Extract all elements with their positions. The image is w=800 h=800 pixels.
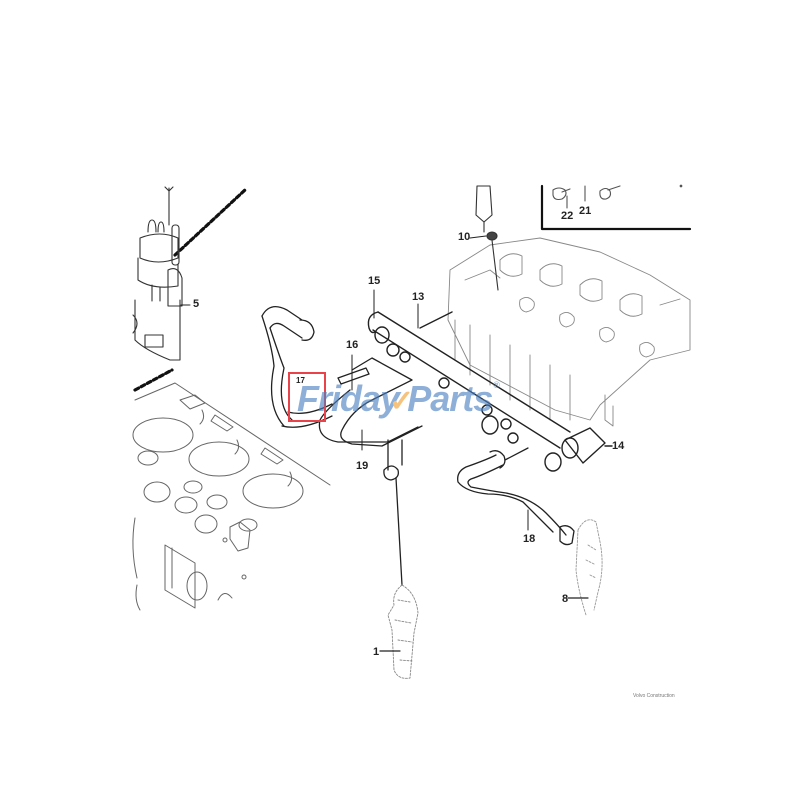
part-17-highlight-box [288, 372, 326, 422]
callout-14: 14 [612, 440, 625, 452]
injector-top [475, 185, 499, 291]
callout-10: 10 [458, 231, 471, 243]
fuel-pipe-17 [261, 305, 333, 428]
fuel-pipe-18 [457, 447, 575, 546]
callout-16: 16 [346, 339, 359, 351]
callout-13: 13 [412, 291, 425, 303]
cylinder-head [447, 237, 691, 427]
cylinder-head-gasket [132, 382, 331, 611]
watermark-text-friday: Friday [297, 378, 400, 419]
injector-right [575, 519, 603, 616]
watermark-text-parts: Parts [407, 378, 493, 419]
fuel-rail [367, 311, 613, 472]
diagram-caption: Volvo Construction [633, 693, 675, 699]
callout-1: 1 [373, 646, 380, 658]
callout-8: 8 [562, 593, 569, 605]
inset-box [540, 184, 692, 231]
watermark-check-icon: ✓ [389, 385, 414, 418]
callout-15: 15 [368, 275, 381, 287]
callout-17: 17 [296, 376, 305, 385]
fridayparts-watermark: Friday✓Parts® [297, 378, 500, 419]
callout-18: 18 [523, 533, 536, 545]
leader-lines [180, 235, 529, 531]
registered-mark: ® [493, 380, 500, 390]
callout-19: 19 [356, 460, 369, 472]
dashed-boundary [133, 188, 247, 392]
callout-5: 5 [193, 298, 200, 310]
fuel-pipe-19 [318, 357, 423, 586]
fuel-injection-pump [387, 584, 419, 679]
callout-21: 21 [579, 205, 592, 217]
callout-22: 22 [561, 210, 574, 222]
sensor-unit [132, 186, 191, 361]
